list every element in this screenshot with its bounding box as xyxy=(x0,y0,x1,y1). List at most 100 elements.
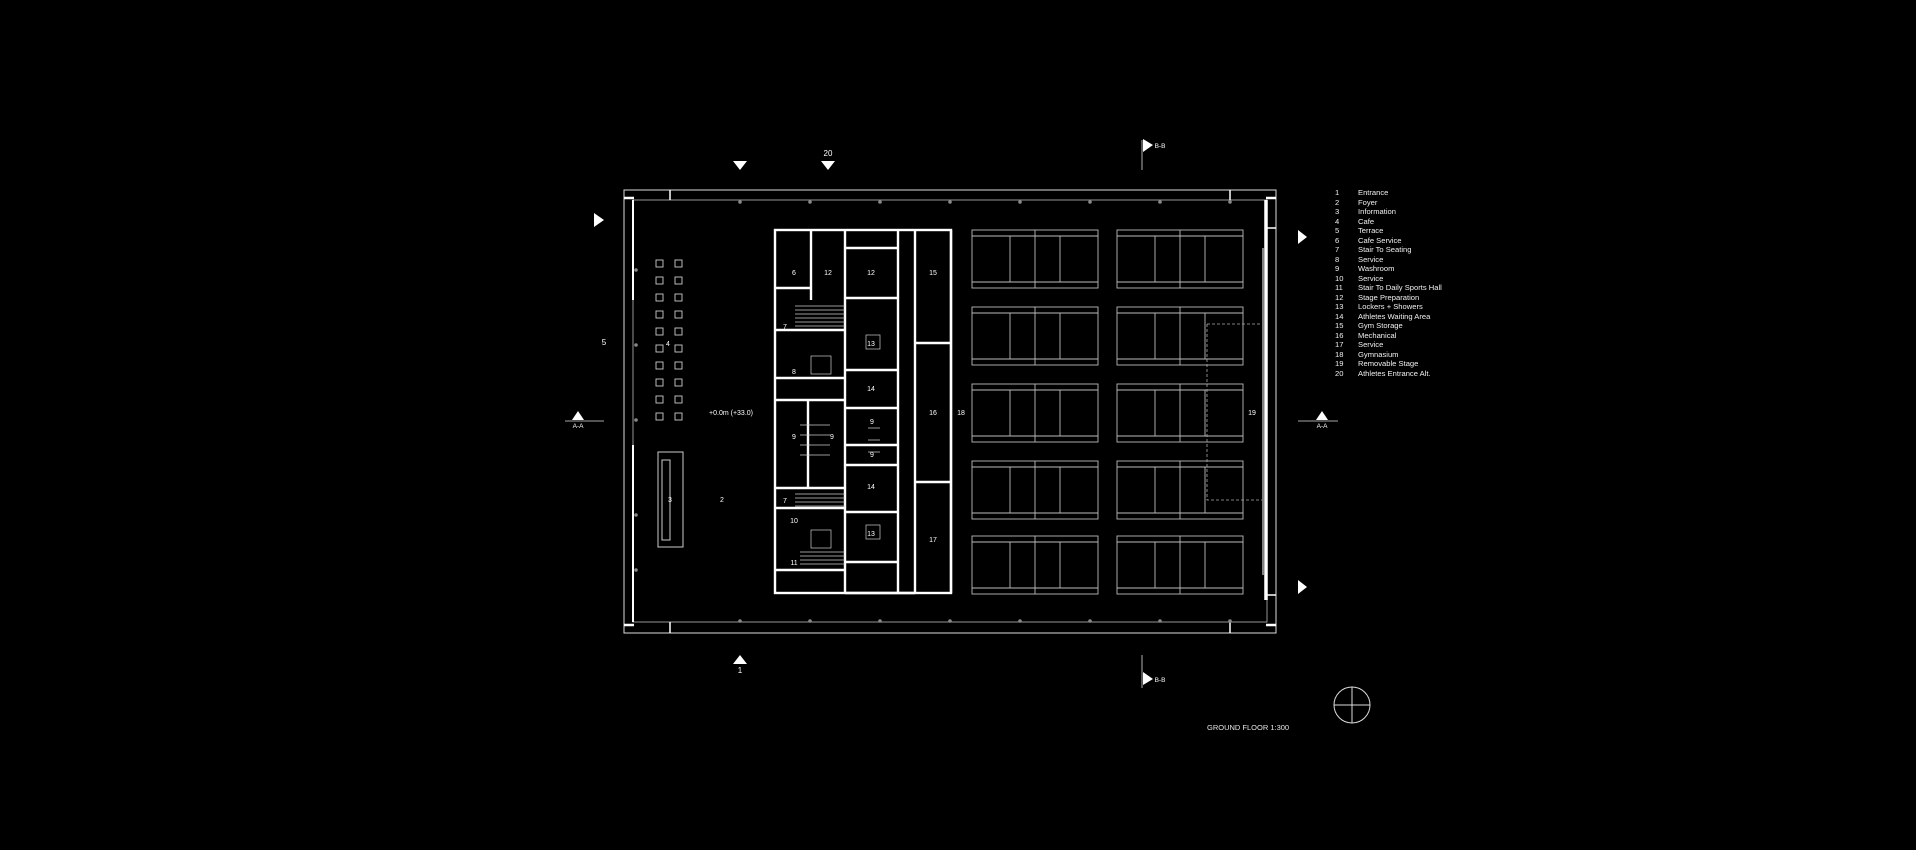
legend-row: 13 Lockers + Showers xyxy=(1335,302,1442,312)
room-label-foyer: 2 xyxy=(720,497,724,504)
cafe-seating xyxy=(655,259,683,421)
legend-label: Athletes Entrance Alt. xyxy=(1358,368,1431,378)
legend-number: 13 xyxy=(1335,302,1344,311)
room-label-gym-storage: 15 xyxy=(929,270,937,277)
service-core xyxy=(773,228,953,595)
legend-label: Terrace xyxy=(1358,226,1384,235)
room-label-service-c: 17 xyxy=(929,537,937,544)
information-desk xyxy=(657,451,684,548)
legend-number: 2 xyxy=(1335,197,1340,207)
legend-number: 6 xyxy=(1335,235,1340,245)
legend-label: Removable Stage xyxy=(1358,359,1419,368)
legend-label: Gym Storage xyxy=(1358,321,1403,330)
legend-number: 9 xyxy=(1335,264,1340,273)
room-label-stair-to-seating: 7 xyxy=(783,498,787,505)
room-label-stage-preparation: 12 xyxy=(867,270,875,277)
room-label-stage-preparation: 12 xyxy=(824,270,832,277)
room-label-gymnasium: 18 xyxy=(957,410,965,417)
legend-row: 16 Mechanical xyxy=(1335,331,1442,341)
section-arrow-icon xyxy=(1143,672,1153,685)
section-arrow-icon xyxy=(572,411,584,420)
room-label-stair-to-seating: 7 xyxy=(783,324,787,331)
legend-number: 8 xyxy=(1335,254,1340,264)
legend-row: 14 Athletes Waiting Area xyxy=(1335,312,1442,322)
room-label-service-b: 10 xyxy=(790,518,798,525)
legend-row: 6 Cafe Service xyxy=(1335,236,1442,246)
label-athletes-entrance: 20 xyxy=(824,149,833,158)
legend-label: Mechanical xyxy=(1358,330,1397,340)
legend-row: 19 Removable Stage xyxy=(1335,359,1442,369)
room-label-washroom: 9 xyxy=(830,434,834,441)
section-arrow-icon xyxy=(1143,139,1153,152)
room-label-cafe: 4 xyxy=(666,341,670,348)
room-label-lockers-showers: 13 xyxy=(867,341,875,348)
label-entrance: 1 xyxy=(738,666,743,675)
legend-number: 17 xyxy=(1335,340,1344,349)
drawing-title: GROUND FLOOR 1:300 xyxy=(1207,723,1290,732)
entrance-arrow-icon xyxy=(1298,580,1307,594)
entrance-arrow-icon xyxy=(733,161,747,170)
section-arrow-icon xyxy=(1316,411,1328,420)
legend-number: 18 xyxy=(1335,349,1344,359)
legend-label: Service xyxy=(1358,273,1384,283)
legend-label: Information xyxy=(1358,207,1396,216)
room-label-information: 3 xyxy=(668,497,672,504)
legend-label: Cafe Service xyxy=(1358,235,1402,245)
legend-label: Cafe xyxy=(1358,216,1375,226)
entrance-arrow-icon xyxy=(594,213,604,227)
legend-number: 14 xyxy=(1335,311,1344,321)
legend-row: 3 Information xyxy=(1335,207,1442,217)
section-lines xyxy=(565,140,1338,688)
legend-number: 19 xyxy=(1335,359,1344,368)
room-label-washroom: 9 xyxy=(792,434,796,441)
legend-label: Athletes Waiting Area xyxy=(1358,311,1431,321)
room-label-athletes-waiting: 14 xyxy=(867,386,875,393)
legend-label: Foyer xyxy=(1358,197,1378,207)
legend-number: 5 xyxy=(1335,226,1340,235)
legend-number: 16 xyxy=(1335,330,1344,340)
section-label-bb-north: B-B xyxy=(1155,143,1166,150)
legend-row: 5 Terrace xyxy=(1335,226,1442,236)
legend-row: 2 Foyer xyxy=(1335,198,1442,208)
legend-number: 3 xyxy=(1335,207,1340,216)
section-label-bb-south: B-B xyxy=(1155,677,1166,684)
legend-number: 4 xyxy=(1335,216,1340,226)
room-label-removable-stage: 19 xyxy=(1248,410,1256,417)
entrance-arrow-icon xyxy=(733,655,747,664)
legend-row: 12 Stage Preparation xyxy=(1335,293,1442,303)
legend-label: Stage Preparation xyxy=(1358,292,1420,302)
legend-row: 17 Service xyxy=(1335,340,1442,350)
entrance-arrow-icon xyxy=(1298,230,1307,244)
entrance-arrow-icon xyxy=(821,161,835,170)
column-grid xyxy=(634,200,1232,623)
section-label-aa-east: A-A xyxy=(1317,423,1329,430)
legend-label: Gymnasium xyxy=(1358,349,1399,359)
room-label-stair-sports-hall: 11 xyxy=(790,560,797,567)
level-marker: +0.0m (+33.0) xyxy=(709,410,753,417)
room-label-washroom: 9 xyxy=(870,452,874,459)
room-label-lockers-showers: 13 xyxy=(867,531,875,538)
stairs xyxy=(795,305,881,565)
legend-number: 1 xyxy=(1335,188,1340,197)
legend-label: Lockers + Showers xyxy=(1358,302,1423,311)
room-label-athletes-waiting: 14 xyxy=(867,484,875,491)
legend-label: Stair To Daily Sports Hall xyxy=(1358,283,1442,292)
removable-stage-outline xyxy=(1206,323,1262,501)
section-label-aa-west: A-A xyxy=(573,423,585,430)
legend-number: 12 xyxy=(1335,292,1344,302)
north-arrow-icon xyxy=(1333,686,1371,724)
legend-number: 10 xyxy=(1335,273,1344,283)
legend-number: 7 xyxy=(1335,245,1340,254)
building-envelope xyxy=(623,189,1277,634)
room-label-service: 8 xyxy=(792,369,796,376)
legend-row: 18 Gymnasium xyxy=(1335,350,1442,360)
legend-label: Service xyxy=(1358,340,1384,349)
legend-label: Washroom xyxy=(1358,264,1395,273)
